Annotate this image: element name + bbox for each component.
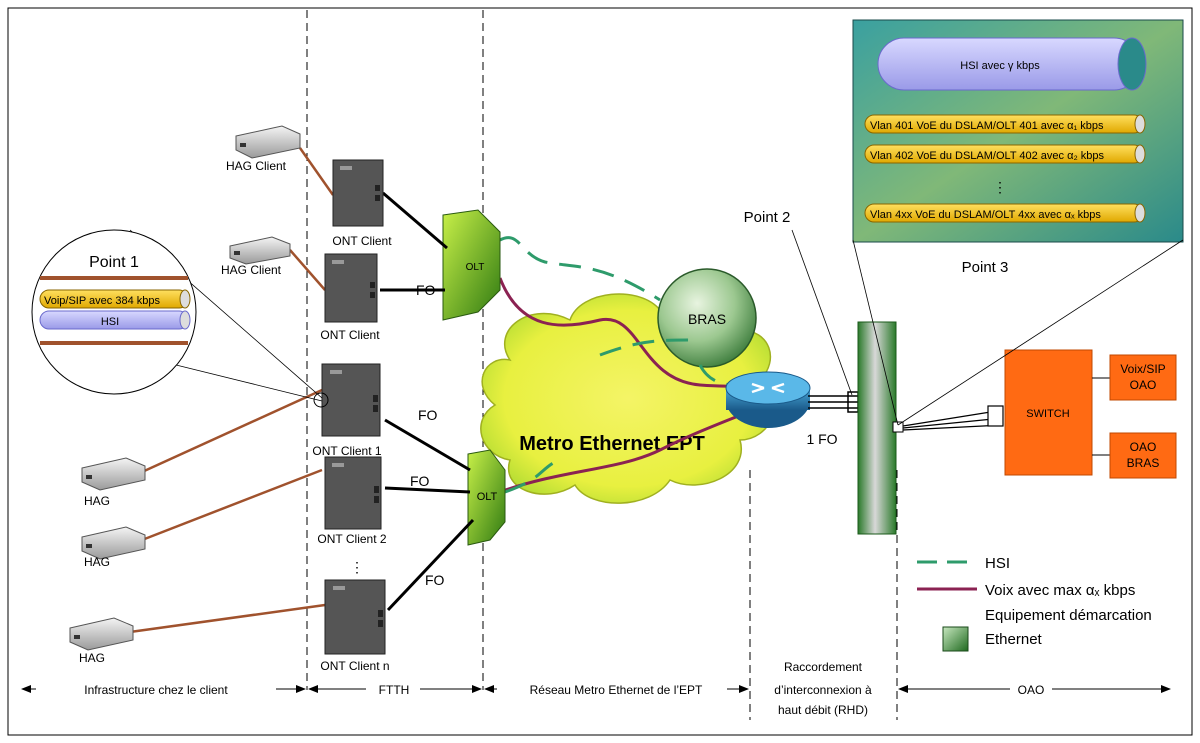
copper-links <box>129 147 335 634</box>
hag-2-label: HAG <box>84 555 110 569</box>
ont-client-a: ONT Client <box>332 159 392 248</box>
point1-hsi-label: HSI <box>101 316 119 328</box>
hag-client-2: HAG Client <box>221 236 291 277</box>
vlan-4xx-label: Vlan 4xx VoE du DSLAM/OLT 4xx avec αₓ kb… <box>870 209 1101 221</box>
point3-ellipsis: ⋮ <box>993 179 1007 195</box>
point1-magnifier: Point 1 Voip/SIP avec 384 kbps HSI <box>31 229 329 408</box>
ont-client-1-label: ONT Client 1 <box>312 444 381 458</box>
point3-title: Point 3 <box>962 259 1009 276</box>
vlan-402-label: Vlan 402 VoE du DSLAM/OLT 402 avec α₂ kb… <box>870 150 1105 162</box>
oao-bras-box <box>1109 432 1177 479</box>
point3-hsi-label: HSI avec γ kbps <box>960 60 1040 72</box>
voix-sip-label: Voix/SIP <box>1120 362 1165 376</box>
switch <box>1004 349 1093 476</box>
fo-n-label: FO <box>425 572 445 588</box>
hag-3: HAG <box>69 617 134 665</box>
voix-oao-label: OAO <box>1130 378 1157 392</box>
point2-title: Point 2 <box>744 209 791 226</box>
point2-callout <box>791 229 853 396</box>
olt-top: OLT <box>442 209 501 321</box>
vlan-tube-401: Vlan 401 VoE du DSLAM/OLT 401 avec α₁ kb… <box>864 114 1146 134</box>
hag-1-label: HAG <box>84 494 110 508</box>
demarcation-port <box>892 421 904 433</box>
switch-label: SWITCH <box>1026 408 1069 420</box>
legend-voix: Voix avec max αₓ kbps <box>985 582 1135 599</box>
zone-ftth: FTTH <box>379 683 410 697</box>
demarcation-equipment <box>857 321 897 535</box>
oao-label: OAO <box>1130 440 1157 454</box>
hag-1: HAG <box>81 457 146 508</box>
router-uplink <box>808 391 859 413</box>
zone-metro: Réseau Metro Ethernet de l’EPT <box>530 683 703 697</box>
hag-client-1: HAG Client <box>226 125 301 173</box>
bras-box-label: BRAS <box>1127 456 1160 470</box>
hsi-links <box>499 236 736 494</box>
ont-client-n: ONT Client n <box>320 579 390 673</box>
ont-ellipsis: ⋮ <box>350 559 364 575</box>
hag-client-1-label: HAG Client <box>226 159 287 173</box>
olt-bottom: OLT <box>467 449 506 546</box>
fo-2-label: FO <box>410 473 430 489</box>
voix-sip-oao-box <box>1109 354 1177 401</box>
zone-rhd-3: haut débit (RHD) <box>778 703 868 717</box>
ont-client-n-label: ONT Client n <box>320 659 389 673</box>
hag-3-label: HAG <box>79 651 105 665</box>
ont-client-a-label: ONT Client <box>332 234 392 248</box>
one-fo-label: 1 FO <box>806 431 837 447</box>
zone-rhd-1: Raccordement <box>784 660 863 674</box>
vlan-tube-402: Vlan 402 VoE du DSLAM/OLT 402 avec α₂ kb… <box>864 144 1146 164</box>
vlan-401-label: Vlan 401 VoE du DSLAM/OLT 401 avec α₁ kb… <box>870 120 1104 132</box>
legend-hsi: HSI <box>985 555 1010 572</box>
fiber-links <box>380 191 475 612</box>
ont-client-2-label: ONT Client 2 <box>317 532 386 546</box>
switch-links <box>1092 377 1110 456</box>
ont-client-1: ONT Client 1 <box>312 363 382 458</box>
ont-client-b-label: ONT Client <box>320 328 380 342</box>
point3-callout <box>852 239 1184 426</box>
zone-dividers <box>306 10 898 720</box>
bras-node: BRAS <box>657 268 757 368</box>
fo-top-label: FO <box>416 282 436 298</box>
point3-panel: HSI avec γ kbps Vlan 401 VoE du DSLAM/OL… <box>852 19 1184 243</box>
vlan-tube-4xx: Vlan 4xx VoE du DSLAM/OLT 4xx avec αₓ kb… <box>864 203 1146 223</box>
legend: HSI Voix avec max αₓ kbps Equipement dém… <box>917 555 1152 652</box>
zone-client: Infrastructure chez le client <box>84 683 228 697</box>
olt-bottom-label: OLT <box>477 491 498 503</box>
olt-top-label: OLT <box>466 262 485 273</box>
cloud-label: Metro Ethernet EPT <box>519 433 705 455</box>
point1-voip-label: Voip/SIP avec 384 kbps <box>44 295 160 307</box>
router <box>725 371 811 428</box>
legend-equip-2: Ethernet <box>985 631 1043 648</box>
bras-label: BRAS <box>688 311 726 327</box>
fo-1-label: FO <box>418 407 438 423</box>
zone-rhd-2: d’interconnexion à <box>774 683 872 697</box>
switch-uplink <box>902 405 1004 431</box>
hag-2: HAG <box>81 526 146 569</box>
ont-client-2: ONT Client 2 <box>317 456 387 546</box>
zone-oao: OAO <box>1018 683 1045 697</box>
frame <box>7 7 1193 736</box>
point1-title: Point 1 <box>89 254 139 271</box>
hag-client-2-label: HAG Client <box>221 263 282 277</box>
ont-client-b: ONT Client <box>320 253 380 342</box>
legend-equip-1: Equipement démarcation <box>985 607 1152 624</box>
